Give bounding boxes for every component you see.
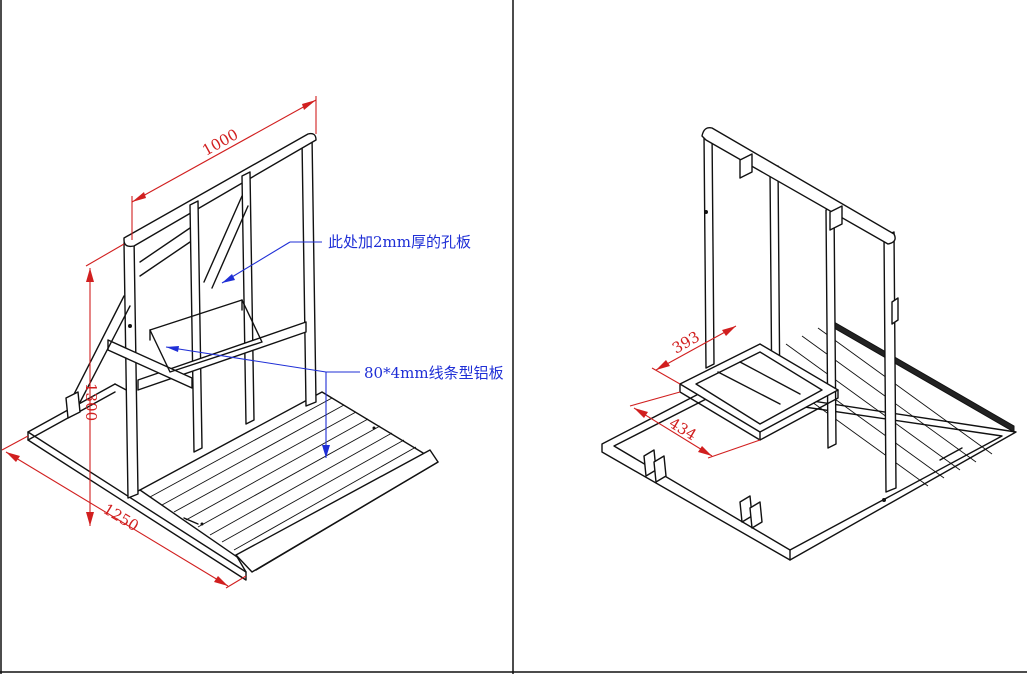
right-post-rear <box>703 129 715 369</box>
right-post-front <box>883 231 897 493</box>
right-view-barrier <box>601 126 1017 561</box>
left-view-barrier <box>27 132 439 581</box>
dim-height: 1300 <box>82 243 125 526</box>
callout-aluminum-plate-label: 80*4mm线条型铝板 <box>364 364 504 382</box>
dim-height-label: 1300 <box>82 383 100 421</box>
left-base-front-rail <box>27 431 247 581</box>
right-base-frame <box>601 385 1017 561</box>
dim-width-label: 1000 <box>199 125 241 159</box>
left-post-rear <box>301 135 317 407</box>
callout-perforated-plate-label: 此处加2mm厚的孔板 <box>328 233 471 251</box>
callout-aluminum-plate: 80*4mm线条型铝板 <box>165 346 504 458</box>
left-post-front <box>123 237 139 499</box>
left-top-rail <box>123 132 317 248</box>
callout-perforated-plate: 此处加2mm厚的孔板 <box>221 233 471 284</box>
left-ramp-lip <box>235 449 439 573</box>
left-diagonal-brace <box>67 295 131 411</box>
right-top-rail <box>701 126 896 245</box>
